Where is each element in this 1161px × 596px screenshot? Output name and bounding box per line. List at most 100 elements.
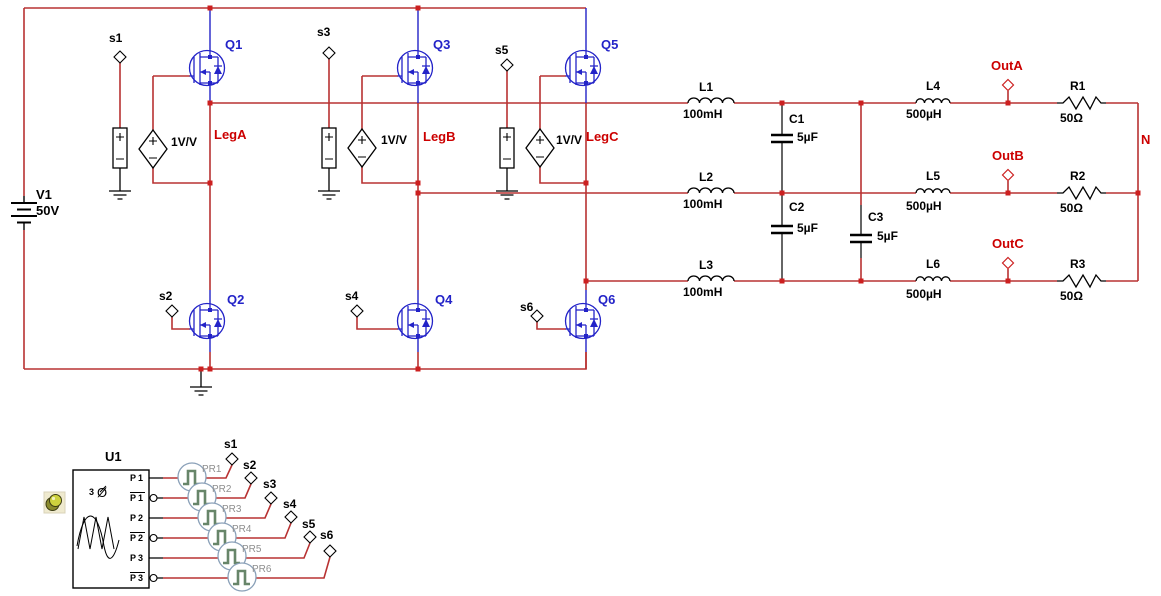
- vcvs-a[interactable]: [109, 127, 168, 200]
- junction-dots: [198, 5, 1141, 372]
- neutral-label: N: [1141, 132, 1151, 147]
- mosfet-q2[interactable]: [188, 302, 226, 340]
- pin-p3: P3: [129, 553, 145, 563]
- terminal-outb[interactable]: [1001, 168, 1015, 182]
- ground-c: [496, 168, 518, 200]
- terminal-s4[interactable]: [350, 304, 364, 318]
- mosfets[interactable]: [188, 49, 602, 340]
- c1-value: 5µF: [797, 130, 818, 144]
- terminal-s6[interactable]: [530, 309, 544, 323]
- inductor-l5[interactable]: [915, 188, 951, 194]
- vcvs-c[interactable]: [496, 127, 555, 200]
- resistor-r2[interactable]: [1057, 185, 1106, 201]
- terminal-outa[interactable]: [1001, 78, 1015, 92]
- sine-wave-art: [76, 515, 120, 559]
- wires-red[interactable]: [23, 7, 1139, 579]
- pwm-probes[interactable]: [177, 462, 257, 592]
- l6-value: 500µH: [906, 287, 942, 301]
- vcvs-b-gain: 1V/V: [381, 133, 408, 147]
- v1-value: 50V: [36, 203, 60, 218]
- pin-p2: P2: [129, 513, 145, 523]
- l2-name: L2: [699, 170, 714, 184]
- q4-label: Q4: [435, 292, 453, 307]
- terminal-s5-pwm[interactable]: [303, 530, 317, 544]
- l6-name: L6: [926, 257, 941, 271]
- terminal-s4-pwm[interactable]: [284, 510, 298, 524]
- inductor-l2[interactable]: [687, 187, 735, 194]
- r3-name: R3: [1070, 257, 1086, 271]
- battery-v1[interactable]: [11, 196, 37, 230]
- s6-pwm-label: s6: [320, 528, 334, 542]
- terminal-s1-pwm[interactable]: [225, 452, 239, 466]
- pulse-icon: [233, 569, 250, 586]
- l5-name: L5: [926, 169, 941, 183]
- terminal-s3-pwm[interactable]: [264, 491, 278, 505]
- inductor-l3[interactable]: [687, 275, 735, 282]
- output-terminals[interactable]: [1001, 78, 1015, 270]
- pr5-label: PR5: [242, 544, 262, 555]
- l5-value: 500µH: [906, 199, 942, 213]
- terminal-s2-pwm[interactable]: [244, 471, 258, 485]
- wire-gate-q2[interactable]: [171, 317, 190, 330]
- capacitor-c3[interactable]: [850, 205, 872, 258]
- s4-label: s4: [345, 289, 359, 303]
- s3-pwm-label: s3: [263, 477, 277, 491]
- wire-pwm-outputs[interactable]: [163, 464, 331, 579]
- mosfet-q4[interactable]: [396, 302, 434, 340]
- s1-label: s1: [109, 31, 123, 45]
- l3-name: L3: [699, 258, 714, 272]
- mosfet-q3[interactable]: [396, 49, 434, 87]
- pin-p3-inv: P3: [129, 573, 145, 583]
- terminal-s2[interactable]: [165, 304, 179, 318]
- capacitor-c1[interactable]: [771, 105, 793, 192]
- outb-label: OutB: [992, 148, 1024, 163]
- wire-gate-b[interactable]: [328, 59, 418, 184]
- resistor-r1[interactable]: [1057, 95, 1106, 111]
- mosfet-q1[interactable]: [188, 49, 226, 87]
- q2-label: Q2: [227, 292, 245, 307]
- l2-value: 100mH: [683, 197, 723, 211]
- fet-pins: [209, 8, 587, 352]
- components[interactable]: [11, 95, 1106, 589]
- l4-name: L4: [926, 79, 941, 93]
- ground-a: [109, 168, 131, 200]
- c1-name: C1: [789, 112, 805, 126]
- inductor-l1[interactable]: [687, 97, 735, 104]
- pr2-label: PR2: [212, 484, 232, 495]
- wire-gate-q4[interactable]: [356, 317, 398, 330]
- resistor-r3[interactable]: [1057, 273, 1106, 289]
- pin-p2-inv: P2: [129, 533, 145, 543]
- vcvs-a-gain: 1V/V: [171, 135, 198, 149]
- terminal-s3[interactable]: [322, 46, 336, 60]
- r1-name: R1: [1070, 79, 1086, 93]
- phase-symbol: Ø: [97, 485, 108, 500]
- outa-label: OutA: [991, 58, 1023, 73]
- inductor-l6[interactable]: [915, 276, 951, 282]
- l1-value: 100mH: [683, 107, 723, 121]
- phase-digit: 3: [89, 487, 95, 497]
- terminal-s1[interactable]: [113, 50, 127, 64]
- wire-bottom-rail[interactable]: [24, 352, 587, 370]
- wire-gate-c[interactable]: [506, 71, 586, 184]
- l4-value: 500µH: [906, 107, 942, 121]
- wire-gate-a[interactable]: [119, 63, 210, 184]
- probe-pr6[interactable]: [227, 562, 257, 592]
- switch-terminals[interactable]: [113, 46, 544, 558]
- terminal-s6-pwm[interactable]: [323, 544, 337, 558]
- pin-p1: P1: [129, 473, 145, 483]
- c3-value: 5µF: [877, 229, 898, 243]
- pwm-block-u1[interactable]: [72, 469, 163, 589]
- capacitor-c2[interactable]: [771, 194, 793, 280]
- pulse-icon: [223, 548, 240, 565]
- macro-icon[interactable]: [43, 491, 66, 514]
- mosfet-q6[interactable]: [564, 302, 602, 340]
- terminal-outc[interactable]: [1001, 256, 1015, 270]
- q5-label: Q5: [601, 37, 619, 52]
- inductor-l4[interactable]: [915, 98, 951, 104]
- ground-main: [190, 369, 212, 396]
- s2-pwm-label: s2: [243, 458, 257, 472]
- vcvs-b[interactable]: [318, 127, 377, 200]
- terminal-s5[interactable]: [500, 58, 514, 72]
- mosfet-q5[interactable]: [564, 49, 602, 87]
- wire-gate-q6[interactable]: [536, 322, 566, 330]
